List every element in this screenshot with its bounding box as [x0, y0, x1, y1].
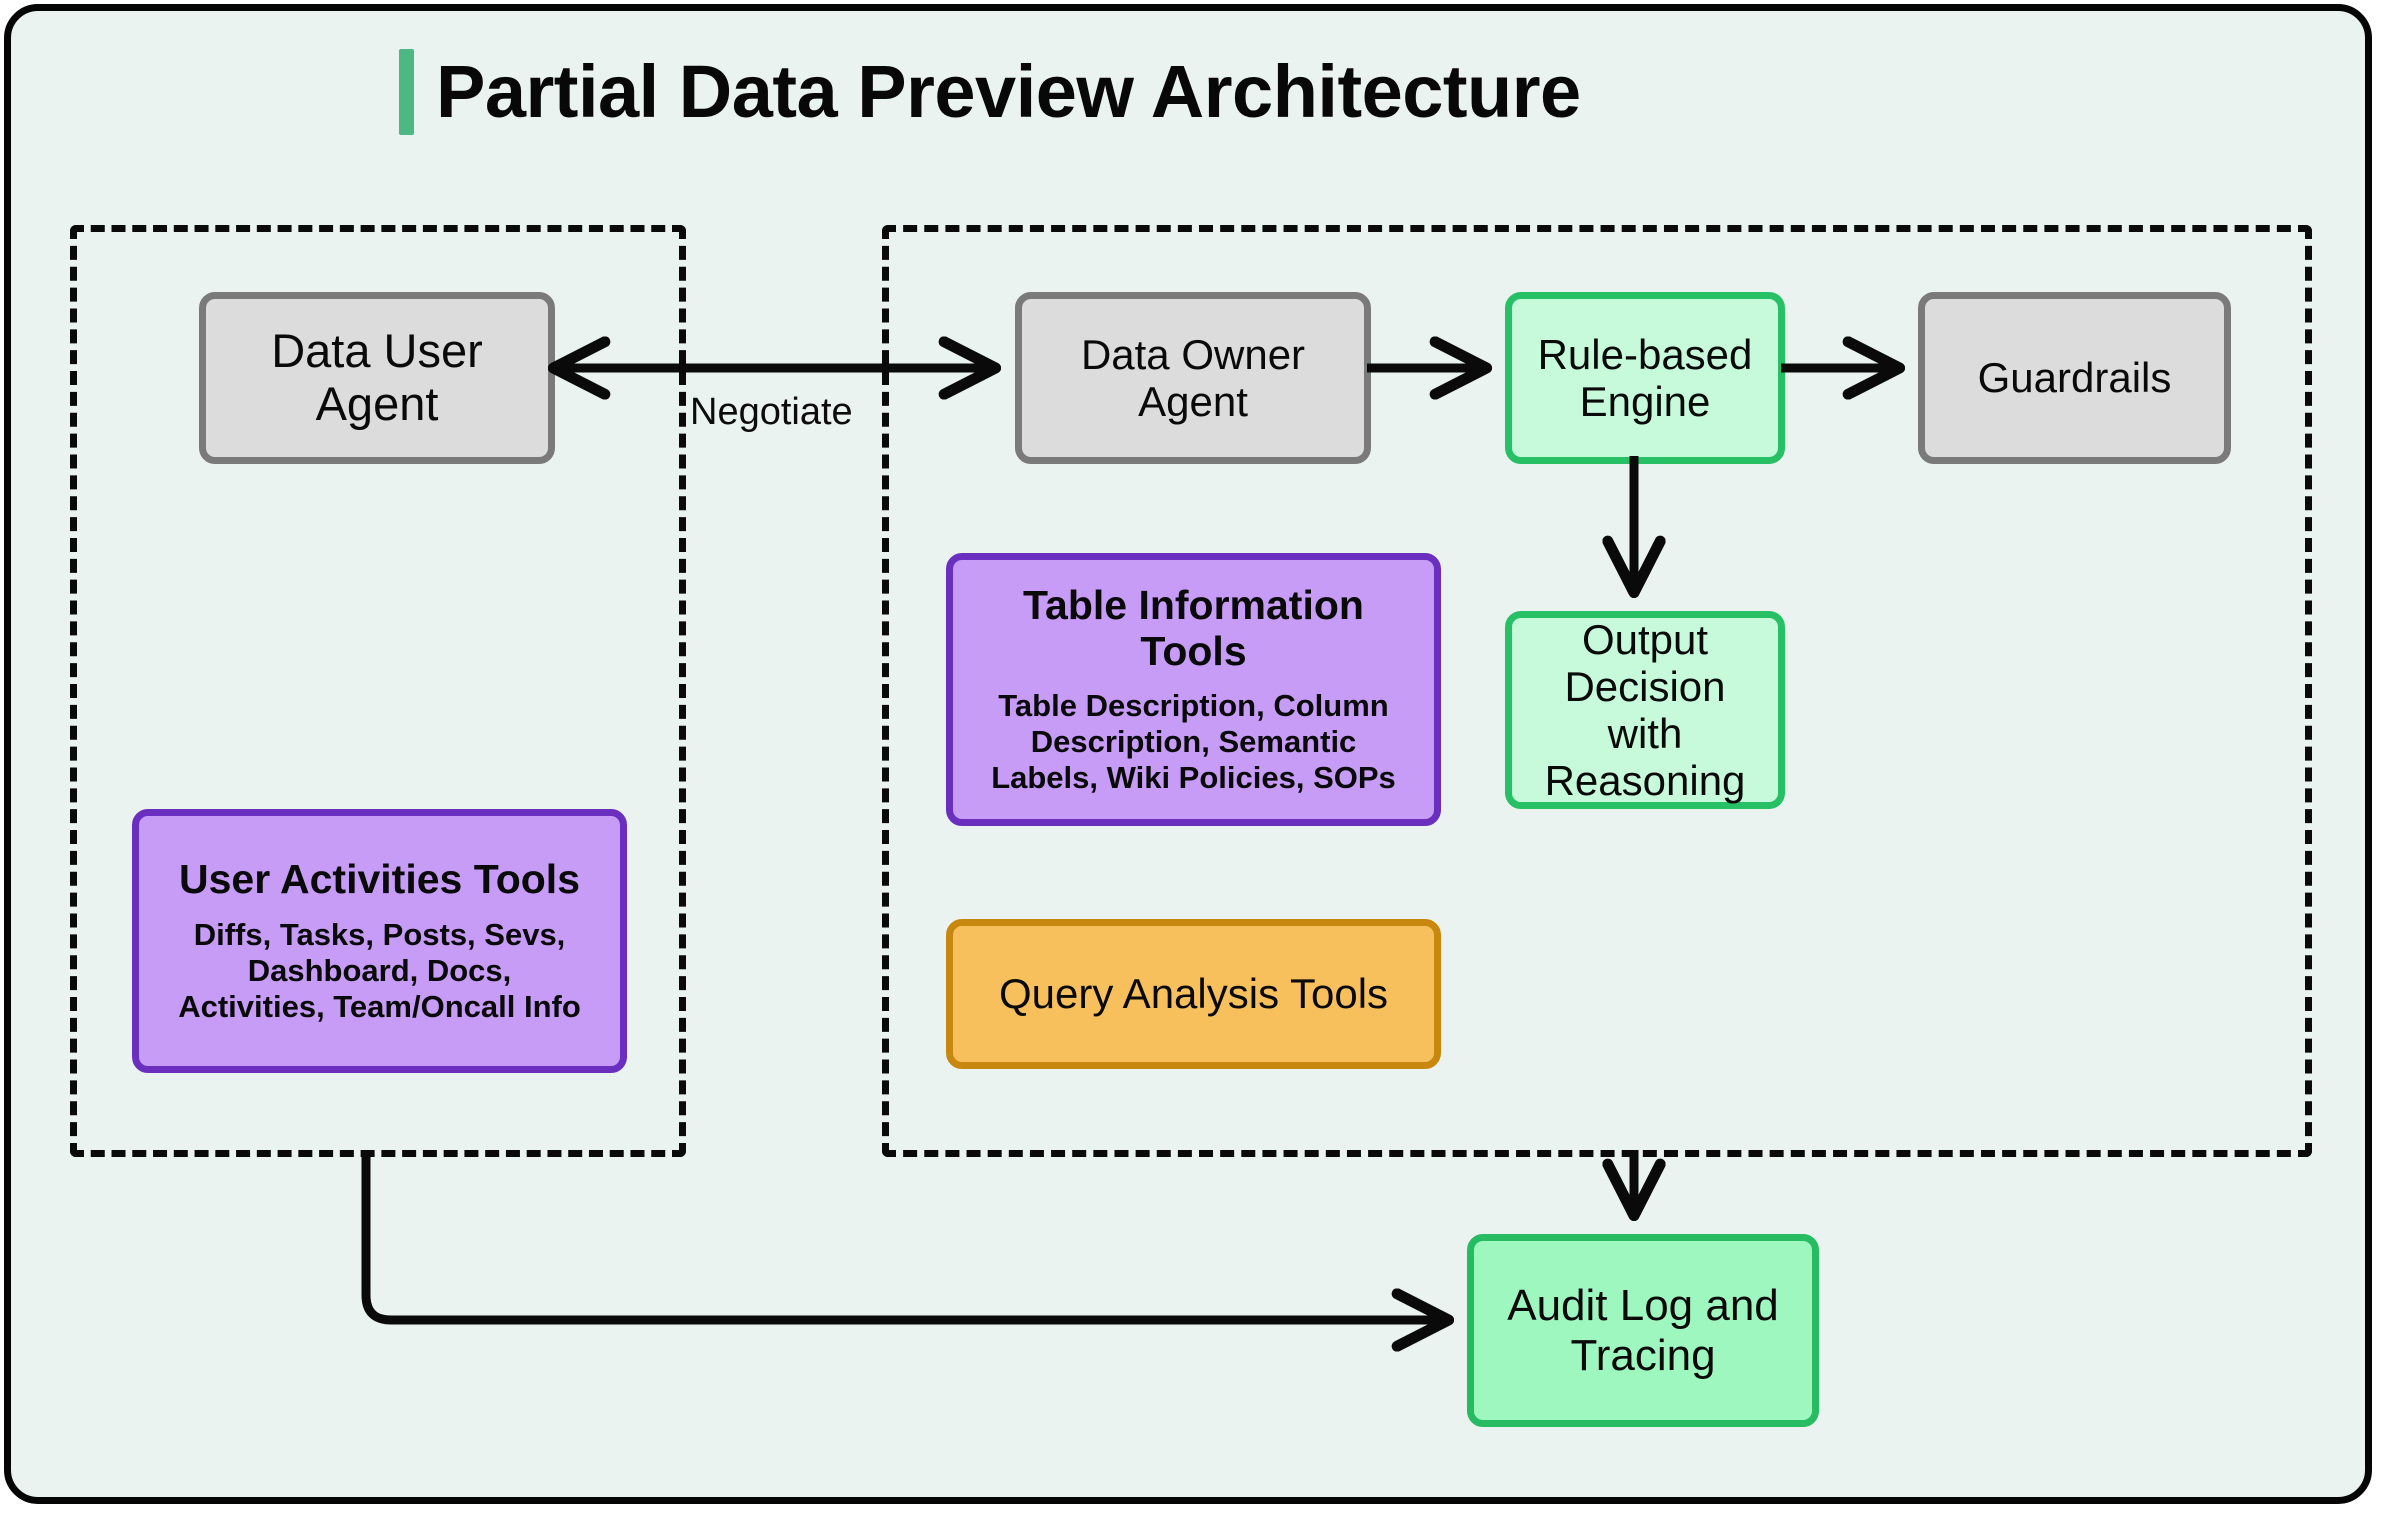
- node-guardrails[interactable]: Guardrails: [1918, 292, 2231, 464]
- node-title: User Activities Tools: [178, 856, 580, 903]
- page-title-text: Partial Data Preview Architecture: [436, 50, 1581, 133]
- node-subtitle: Table Description, Column Description, S…: [991, 688, 1396, 796]
- node-subtitle: Diffs, Tasks, Posts, Sevs, Dashboard, Do…: [178, 917, 581, 1024]
- node-label: Audit Log and Tracing: [1507, 1281, 1779, 1380]
- node-data-owner-agent[interactable]: Data Owner Agent: [1015, 292, 1371, 464]
- title-accent-bar: [399, 49, 414, 135]
- node-audit-log-tracing[interactable]: Audit Log and Tracing: [1467, 1234, 1819, 1427]
- node-data-user-agent[interactable]: Data User Agent: [199, 292, 555, 464]
- group-owner-side: [882, 225, 2312, 1157]
- node-label: Rule-based Engine: [1537, 330, 1753, 425]
- node-user-activities-tools[interactable]: User Activities Tools Diffs, Tasks, Post…: [132, 809, 627, 1073]
- node-label: Data User Agent: [271, 324, 483, 430]
- page-title: Partial Data Preview Architecture: [399, 49, 1581, 135]
- node-title: Table Information Tools: [1023, 581, 1364, 674]
- node-label: Query Analysis Tools: [998, 970, 1389, 1018]
- page-frame: Partial Data Preview Architecture Data U…: [4, 4, 2372, 1504]
- node-query-analysis-tools[interactable]: Query Analysis Tools: [946, 919, 1441, 1069]
- node-label: Guardrails: [1977, 354, 2172, 402]
- node-output-decision[interactable]: Output Decision with Reasoning: [1505, 611, 1785, 809]
- node-label: Output Decision with Reasoning: [1544, 615, 1746, 805]
- edge-label-negotiate: Negotiate: [690, 391, 853, 433]
- node-table-information-tools[interactable]: Table Information Tools Table Descriptio…: [946, 553, 1441, 826]
- node-rule-based-engine[interactable]: Rule-based Engine: [1505, 292, 1785, 464]
- node-label: Data Owner Agent: [1080, 330, 1306, 425]
